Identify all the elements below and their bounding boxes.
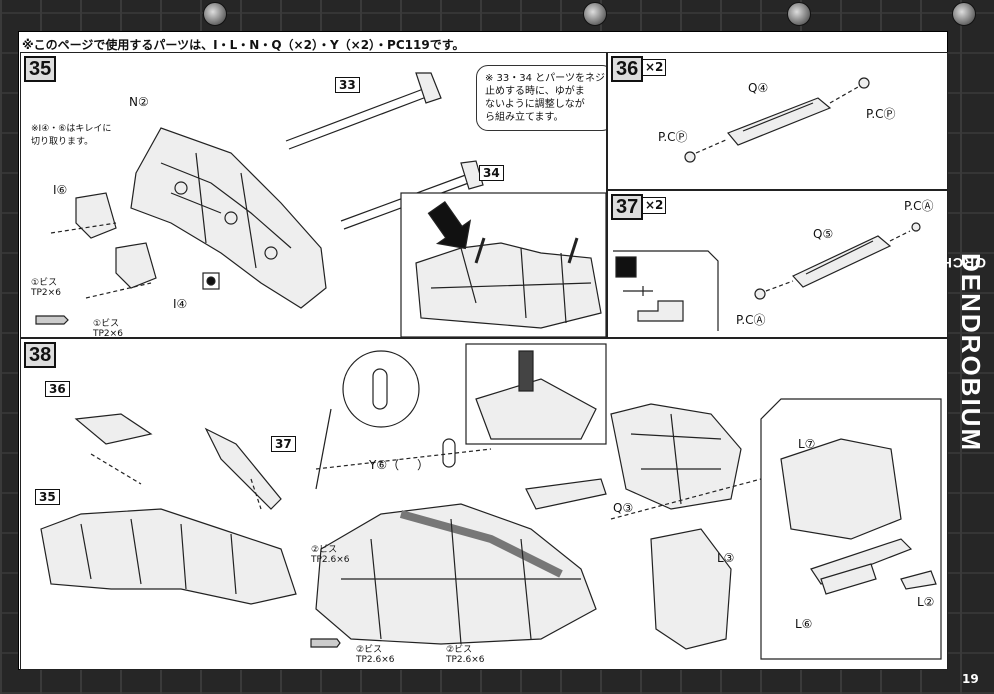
sidebar-title: ORCHIS DENDROBIUM <box>926 245 988 525</box>
page-number: 19 <box>962 672 979 686</box>
part-number-label: 35 <box>35 489 60 505</box>
step-36-panel: 36 ×2 Q④ P.CⓅ P.CⓅ <box>607 52 948 190</box>
part-label: P.CⓅ <box>658 130 688 144</box>
step-37-panel: 37 ×2 Q⑤ P.CⒶ P.CⒶ <box>607 190 948 338</box>
part-label: P.CⓅ <box>866 107 896 121</box>
part-label: P.CⒶ <box>904 199 934 213</box>
part-label: L⑥ <box>795 617 813 631</box>
step-number: 38 <box>24 342 57 368</box>
step-number: 35 <box>24 56 57 82</box>
screw-label: ①ビス TP2×6 <box>31 278 61 298</box>
part-number-label: 36 <box>45 381 70 397</box>
part-label: Q④ <box>748 81 769 95</box>
screw-label: ②ビス TP2.6×6 <box>356 645 395 665</box>
multiplier-badge: ×2 <box>642 197 667 214</box>
part-number-label: 34 <box>479 165 504 181</box>
step-38-panel: 38 <box>20 338 948 670</box>
multiplier-badge: ×2 <box>642 59 667 76</box>
rivet-icon <box>952 2 976 26</box>
part-label: Q③ <box>613 501 634 515</box>
step-36-diagram <box>684 77 870 163</box>
part-label: Y⑥（ <box>369 458 400 472</box>
part-label: L⑦ <box>798 437 816 451</box>
rivet-icon <box>583 2 607 26</box>
part-label: Q⑤ <box>813 227 834 241</box>
step-35-diagram <box>35 72 606 337</box>
remove-note: ※I④・⑥はキレイに 切り取ります。 <box>31 124 112 147</box>
part-label: P.CⒶ <box>736 313 766 327</box>
assembly-callout: ※ 33・34 とパーツをネジ 止めする時に、ゆがま ないように調整しなが ら組… <box>476 65 606 131</box>
step-38-diagram <box>40 343 942 660</box>
part-label: L③ <box>717 551 735 565</box>
screw-label: ①ビス TP2×6 <box>93 319 123 338</box>
step-35-panel: 35 N② 33 34 I⑥ I④ <box>20 52 607 338</box>
series-label: ORCHIS <box>925 255 986 271</box>
sidebar-title-text: ORCHIS DENDROBIUM <box>926 245 986 453</box>
part-label: I⑥ <box>53 183 68 197</box>
rivet-icon <box>787 2 811 26</box>
screw-label: ②ビス TP2.6×6 <box>446 645 485 665</box>
part-label: L② <box>917 595 935 609</box>
part-label: N② <box>129 95 149 109</box>
rivet-icon <box>203 2 227 26</box>
screw-label: ②ビス TP2.6×6 <box>311 545 350 565</box>
part-label: I④ <box>173 297 188 311</box>
step-37-diagram <box>613 222 921 331</box>
part-label: ） <box>417 458 430 472</box>
product-label: DENDROBIUM <box>956 253 986 453</box>
part-number-label: 37 <box>271 436 296 452</box>
parts-used-note: ※このページで使用するパーツは、I・L・N・Q（×2）・Y（×2）・PC119で… <box>22 38 465 52</box>
part-number-label: 33 <box>335 77 360 93</box>
